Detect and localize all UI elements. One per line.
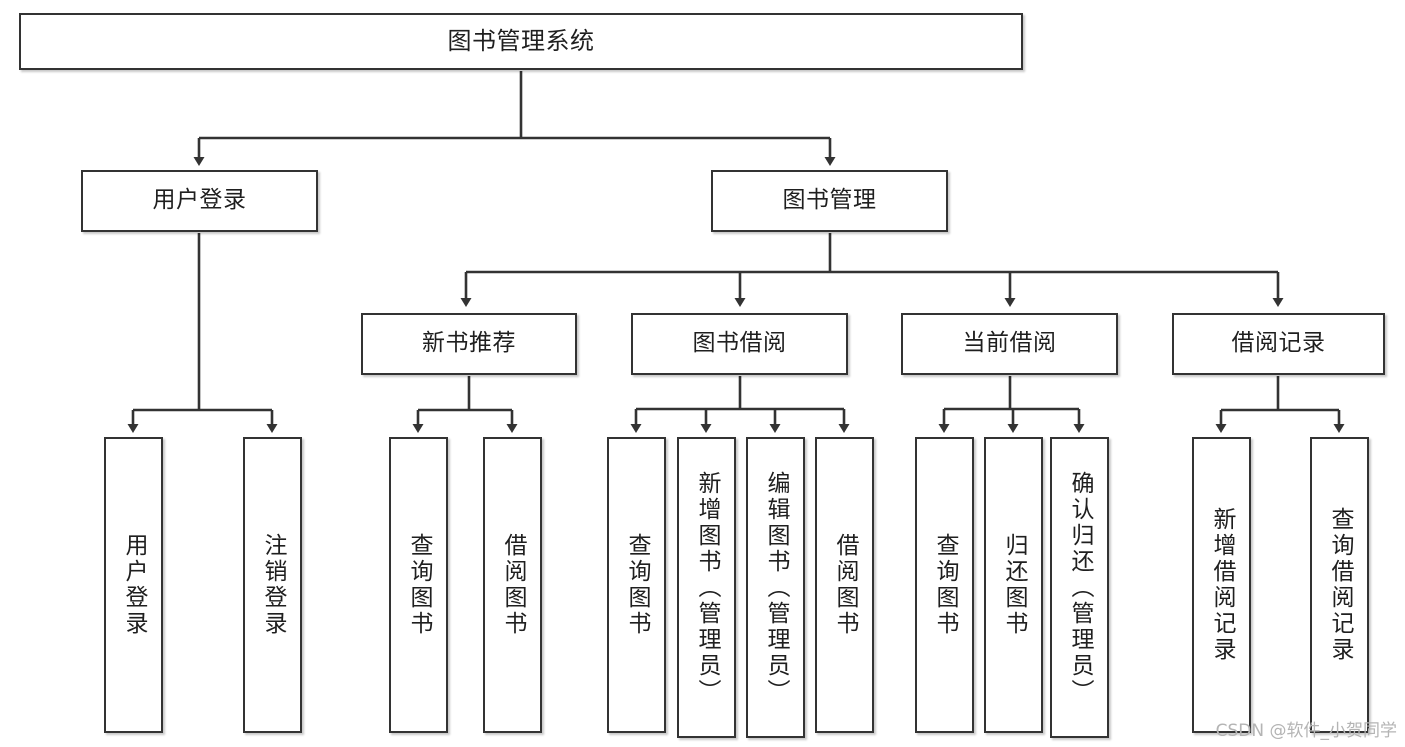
leaf-logout-label: 注销登录 <box>260 533 286 637</box>
node-new-book-recommend-label: 新书推荐 <box>422 330 516 357</box>
leaf-query-books-current[interactable]: 查询图书 <box>915 437 974 733</box>
leaf-query-books-recommend-label: 查询图书 <box>406 533 432 637</box>
leaf-add-borrow-record[interactable]: 新增借阅记录 <box>1192 437 1251 733</box>
leaf-confirm-return-admin[interactable]: 确认归还（管理员） <box>1050 437 1109 738</box>
node-new-book-recommend[interactable]: 新书推荐 <box>361 313 577 375</box>
node-borrow-records[interactable]: 借阅记录 <box>1172 313 1385 375</box>
node-book-borrow-label: 图书借阅 <box>692 330 787 357</box>
leaf-logout[interactable]: 注销登录 <box>243 437 302 733</box>
leaf-edit-book-admin-label: 编辑图书（管理员） <box>763 470 789 705</box>
node-root[interactable]: 图书管理系统 <box>19 13 1023 70</box>
leaf-add-borrow-record-label: 新增借阅记录 <box>1209 507 1235 663</box>
leaf-borrow-books-recommend-label: 借阅图书 <box>500 533 526 637</box>
leaf-query-books-borrow[interactable]: 查询图书 <box>607 437 666 733</box>
leaf-borrow-books-recommend[interactable]: 借阅图书 <box>483 437 542 733</box>
node-book-management-label: 图书管理 <box>782 187 877 214</box>
leaf-return-books[interactable]: 归还图书 <box>984 437 1043 733</box>
leaf-return-books-label: 归还图书 <box>1001 533 1027 637</box>
node-current-borrow-label: 当前借阅 <box>962 330 1057 357</box>
node-book-borrow[interactable]: 图书借阅 <box>631 313 848 375</box>
leaf-query-books-current-label: 查询图书 <box>932 533 958 637</box>
leaf-confirm-return-admin-label: 确认归还（管理员） <box>1067 470 1093 705</box>
leaf-borrow-books[interactable]: 借阅图书 <box>815 437 874 733</box>
node-borrow-records-label: 借阅记录 <box>1231 330 1326 357</box>
leaf-user-login[interactable]: 用户登录 <box>104 437 163 733</box>
node-root-label: 图书管理系统 <box>447 27 595 56</box>
leaf-add-book-admin-label: 新增图书（管理员） <box>694 470 720 705</box>
leaf-query-books-recommend[interactable]: 查询图书 <box>389 437 448 733</box>
node-user-login[interactable]: 用户登录 <box>81 170 318 232</box>
leaf-user-login-label: 用户登录 <box>121 533 147 637</box>
node-user-login-label: 用户登录 <box>152 187 247 214</box>
leaf-edit-book-admin[interactable]: 编辑图书（管理员） <box>746 437 805 738</box>
leaf-borrow-books-label: 借阅图书 <box>832 533 858 637</box>
leaf-query-borrow-record-label: 查询借阅记录 <box>1327 507 1353 663</box>
leaf-add-book-admin[interactable]: 新增图书（管理员） <box>677 437 736 738</box>
watermark: CSDN @软件_小贺同学 <box>1215 721 1397 741</box>
node-book-management[interactable]: 图书管理 <box>711 170 948 232</box>
leaf-query-borrow-record[interactable]: 查询借阅记录 <box>1310 437 1369 733</box>
node-current-borrow[interactable]: 当前借阅 <box>901 313 1118 375</box>
leaf-query-books-borrow-label: 查询图书 <box>624 533 650 637</box>
